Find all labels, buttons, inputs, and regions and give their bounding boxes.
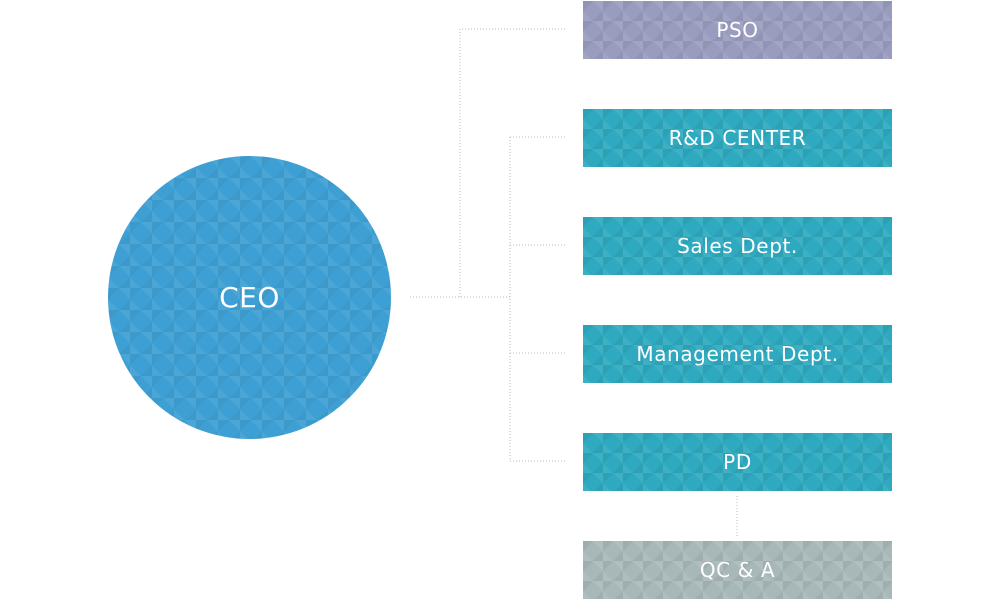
ceo-to-pso-line	[459, 28, 565, 297]
pd-label: PD	[723, 450, 752, 474]
qc-a-node: QC & A	[583, 541, 892, 599]
rd-center-node: R&D CENTER	[583, 109, 892, 167]
ceo-label: CEO	[219, 281, 280, 314]
ceo-node: CEO	[108, 156, 391, 439]
management-dept-node: Management Dept.	[583, 325, 892, 383]
pso-node: PSO	[583, 1, 892, 59]
rd-center-label: R&D CENTER	[668, 126, 807, 150]
pd-node: PD	[583, 433, 892, 491]
pso-label: PSO	[716, 18, 759, 42]
sales-dept-label: Sales Dept.	[677, 234, 798, 258]
sales-dept-node: Sales Dept.	[583, 217, 892, 275]
management-dept-label: Management Dept.	[636, 342, 839, 366]
qc-a-label: QC & A	[699, 558, 776, 582]
